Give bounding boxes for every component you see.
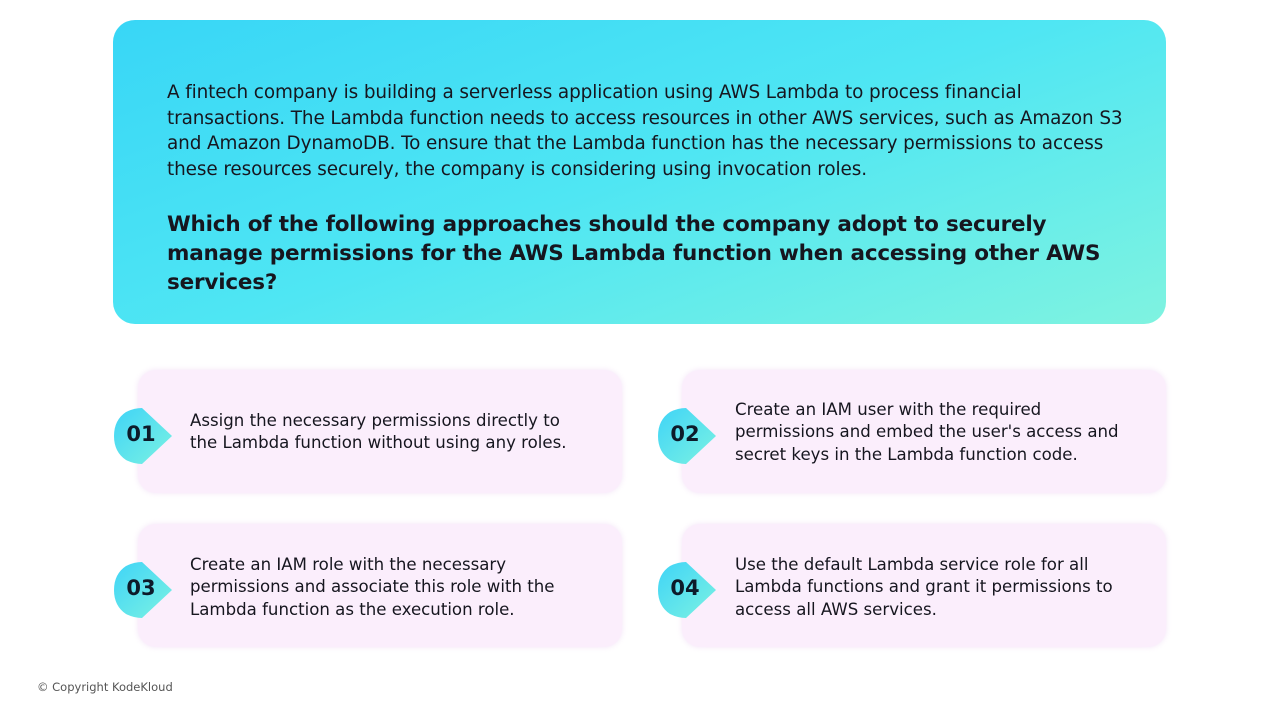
option-text-02: Create an IAM user with the required per…: [735, 400, 1119, 464]
arrow-badge-icon: [114, 408, 172, 464]
option-number: 02: [670, 422, 700, 446]
option-badge-04: 04: [658, 558, 718, 622]
arrow-badge-icon: [658, 562, 716, 618]
question-text: Which of the following approaches should…: [167, 212, 1101, 295]
option-number: 04: [670, 576, 700, 600]
option-text-03: Create an IAM role with the necessary pe…: [190, 555, 555, 619]
option-card-02[interactable]: [682, 370, 1166, 493]
option-card-01[interactable]: [138, 370, 622, 493]
arrow-badge-icon: [114, 562, 172, 618]
option-badge-01: 01: [114, 404, 174, 468]
option-badge-02: 02: [658, 404, 718, 468]
option-number: 01: [126, 422, 156, 446]
option-text-04: Use the default Lambda service role for …: [735, 555, 1113, 619]
scenario-text: A fintech company is building a serverle…: [167, 82, 1123, 180]
option-number: 03: [126, 576, 156, 600]
option-card-03[interactable]: [138, 524, 622, 647]
option-text-01: Assign the necessary permissions directl…: [190, 411, 567, 453]
question-panel: A fintech company is building a serverle…: [113, 20, 1166, 324]
copyright-footer: © Copyright KodeKloud: [37, 680, 173, 694]
arrow-badge-icon: [658, 408, 716, 464]
option-card-04[interactable]: [682, 524, 1166, 647]
option-badge-03: 03: [114, 558, 174, 622]
